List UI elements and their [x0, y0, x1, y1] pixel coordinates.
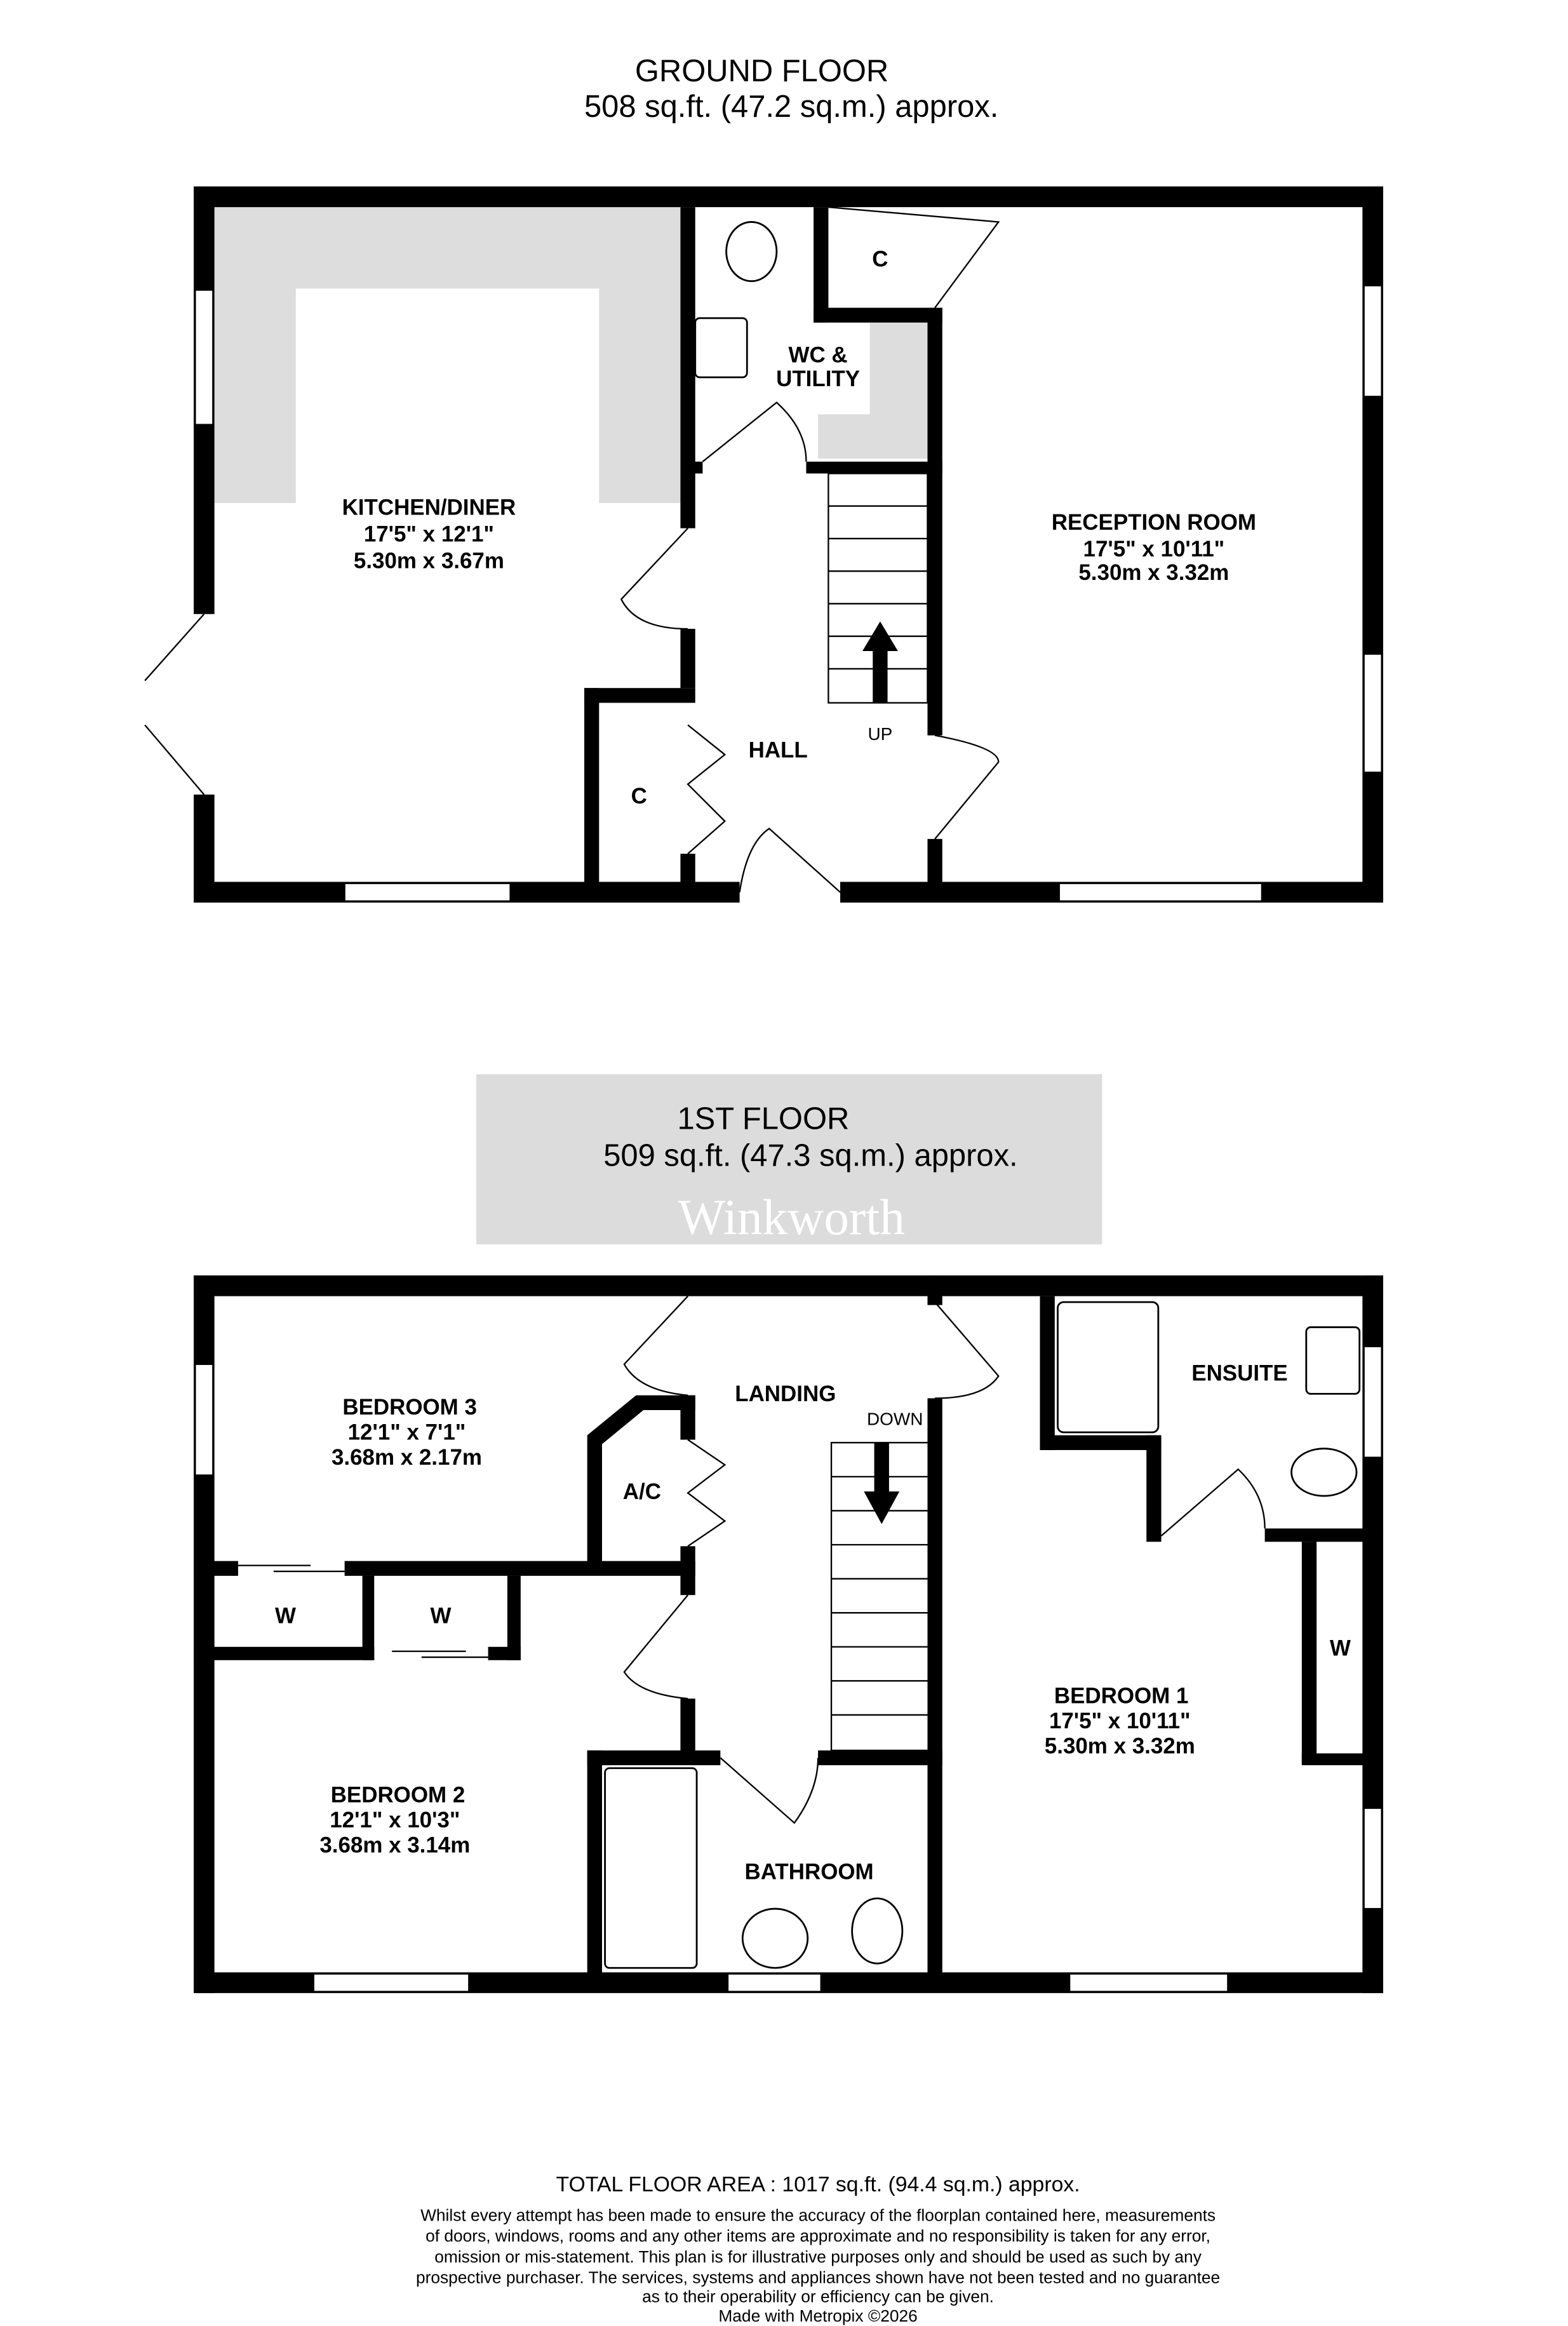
wardrobe-sliding-door [392, 1650, 488, 1658]
stairs-down-label: DOWN [867, 1409, 923, 1429]
cupboard-label: C [872, 246, 888, 271]
cupboard-label: C [631, 784, 647, 809]
disclaimer-line: as to their operability or efficiency ca… [642, 2287, 994, 2306]
watermark-logo: Winkworth [678, 1190, 905, 1246]
bathroom-label: BATHROOM [745, 1859, 874, 1884]
disclaimer-line: Whilst every attempt has been made to en… [420, 2206, 1216, 2225]
bedroom1-door [934, 1301, 1000, 1399]
first-floor-title: 1ST FLOOR [677, 1101, 849, 1136]
bedroom3-name: BEDROOM 3 [342, 1395, 477, 1420]
sink-icon [1305, 1326, 1361, 1395]
wardrobe-sliding-door [238, 1564, 345, 1573]
staircase [830, 1442, 933, 1751]
bedroom2-metric: 3.68m x 3.14m [319, 1833, 470, 1858]
window [344, 882, 511, 902]
disclaimer-line: prospective purchaser. The services, sys… [416, 2268, 1220, 2287]
window [194, 289, 214, 426]
staircase [828, 473, 928, 704]
ground-floor-plan: KITCHEN/DINER 17'5" x 12'1" 5.30m x 3.67… [144, 186, 1383, 903]
wardrobe-label: W [275, 1603, 296, 1628]
kitchen-units [214, 207, 681, 504]
wardrobe-sliding-door [1306, 1583, 1313, 1717]
utility-units [818, 322, 928, 459]
airing-cupboard-doors [687, 1439, 727, 1547]
watermark-box [476, 1074, 1102, 1245]
reception-name: RECEPTION ROOM [1052, 510, 1256, 535]
window [1363, 1345, 1383, 1458]
landing-label: LANDING [735, 1381, 836, 1406]
wc-door [702, 401, 807, 462]
wc-label-1: WC & [789, 343, 848, 368]
reception-imperial: 17'5" x 10'11" [1083, 537, 1225, 561]
wardrobe-label: W [431, 1603, 452, 1628]
window [312, 1973, 470, 1993]
window [1363, 285, 1383, 398]
cupboard-door [828, 206, 1000, 309]
window [194, 1363, 214, 1476]
front-door [739, 828, 841, 893]
metropix-credit: Made with Metropix ©2026 [718, 2306, 917, 2325]
reception-metric: 5.30m x 3.32m [1078, 560, 1229, 585]
disclaimer-line: omission or mis-statement. This plan is … [434, 2247, 1202, 2266]
kitchen-name: KITCHEN/DINER [342, 495, 516, 520]
bedroom1-name: BEDROOM 1 [1054, 1683, 1189, 1708]
french-doors [144, 613, 205, 795]
first-floor-area: 509 sq.ft. (47.3 sq.m.) approx. [603, 1139, 1017, 1173]
ensuite-door [1160, 1468, 1266, 1536]
bedroom3-imperial: 12'1" x 7'1" [348, 1420, 466, 1445]
kitchen-metric: 5.30m x 3.67m [354, 549, 504, 574]
window [1058, 882, 1263, 902]
disclaimer-line: of doors, windows, rooms and any other i… [426, 2226, 1210, 2245]
shower-icon [1057, 1301, 1160, 1434]
airing-cupboard-label: A/C [623, 1479, 661, 1504]
bedroom2-imperial: 12'1" x 10'3" [330, 1808, 460, 1832]
window [1363, 1807, 1383, 1910]
bedroom2-door [623, 1594, 688, 1700]
toilet-icon [1290, 1448, 1358, 1497]
bedroom1-metric: 5.30m x 3.32m [1045, 1733, 1195, 1758]
window [727, 1973, 822, 1993]
sink-icon [694, 317, 748, 379]
kitchen-imperial: 17'5" x 12'1" [364, 522, 494, 547]
total-floor-area: TOTAL FLOOR AREA : 1017 sq.ft. (94.4 sq.… [556, 2172, 1080, 2196]
stairs-up-label: UP [868, 724, 893, 744]
bedroom2-name: BEDROOM 2 [331, 1782, 466, 1807]
ensuite-label: ENSUITE [1191, 1361, 1287, 1385]
bathroom-door [720, 1757, 819, 1824]
bath-icon [604, 1767, 698, 1969]
ground-floor-title: GROUND FLOOR [635, 54, 888, 88]
arrow-up-icon [862, 621, 898, 703]
bedroom3-door [623, 1295, 688, 1396]
window [1068, 1973, 1229, 1993]
hall-label: HALL [749, 738, 808, 763]
ground-floor-area: 508 sq.ft. (47.2 sq.m.) approx. [584, 90, 998, 124]
kitchen-door [620, 527, 688, 630]
cupboard-doors [687, 724, 727, 855]
basin-icon [741, 1907, 809, 1969]
toilet-icon [851, 1897, 904, 1965]
bedroom3-metric: 3.68m x 2.17m [332, 1445, 482, 1470]
toilet-icon [725, 221, 778, 283]
reception-door [934, 734, 1000, 840]
arrow-down-icon [864, 1442, 900, 1524]
bedroom1-imperial: 17'5" x 10'11" [1049, 1709, 1191, 1733]
window [1363, 653, 1383, 774]
wc-label-2: UTILITY [776, 366, 860, 391]
first-floor-plan: BEDROOM 3 12'1" x 7'1" 3.68m x 2.17m BED… [194, 1275, 1383, 1993]
wardrobe-label: W [1330, 1636, 1351, 1661]
